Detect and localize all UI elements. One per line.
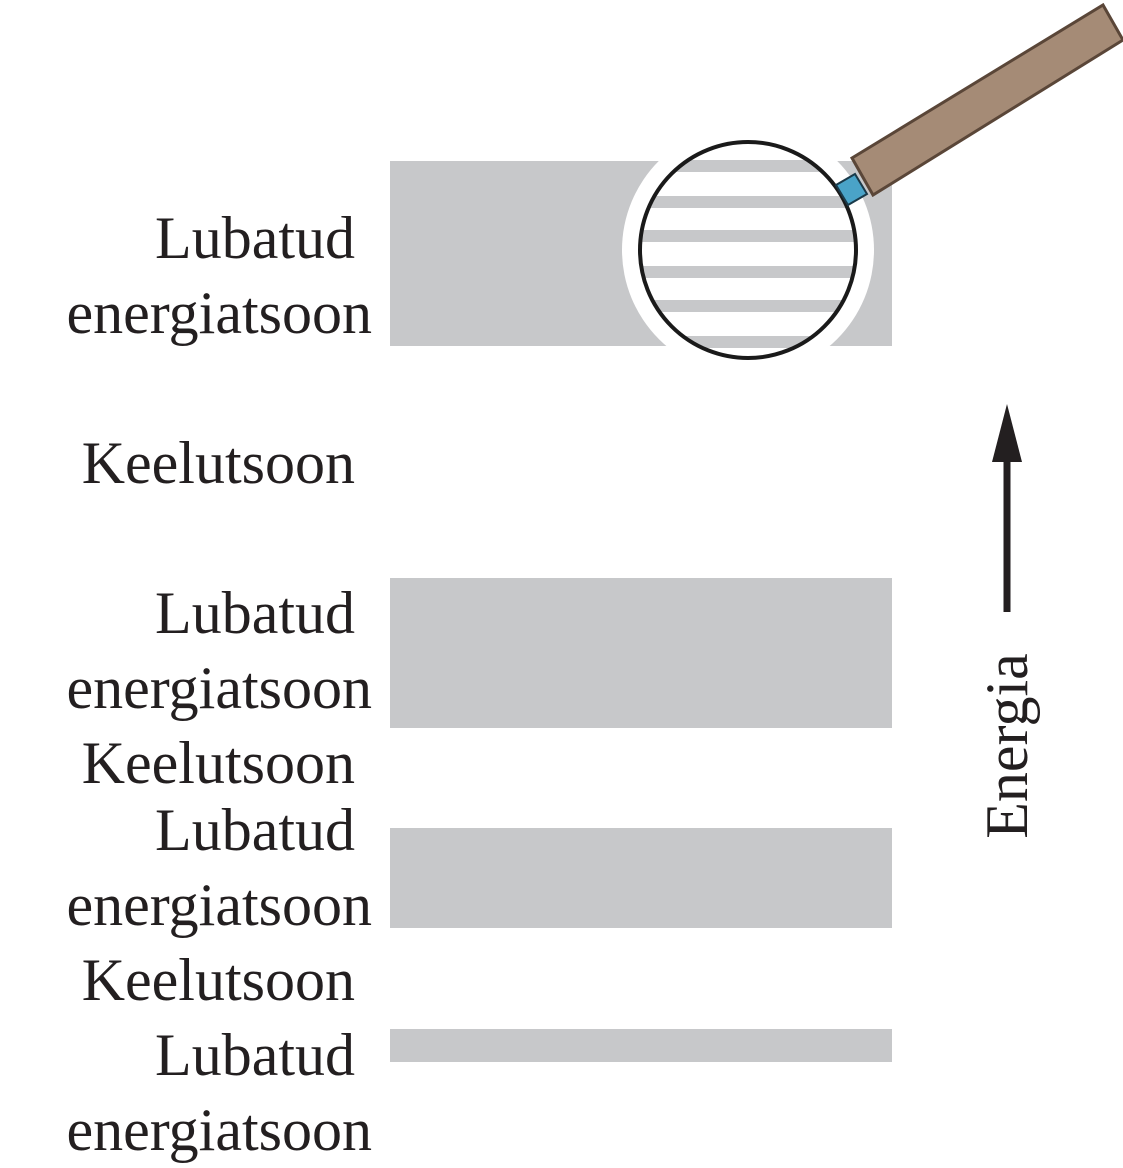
- label-forbidden-1: Keelutsoon: [82, 947, 355, 1013]
- allowed-band-2: [390, 828, 892, 928]
- allowed-band-3: [390, 578, 892, 728]
- allowed-band-1: [390, 1029, 892, 1062]
- label-allowed-3-line1: Lubatud: [155, 580, 355, 646]
- arrow-up-icon: [992, 404, 1022, 612]
- magnifier-handle: [849, 2, 1123, 198]
- band-labels: Lubatud energiatsoon Keelutsoon Lubatud …: [67, 205, 372, 1163]
- label-allowed-3-line2: energiatsoon: [67, 655, 372, 721]
- label-allowed-1-line2: energiatsoon: [67, 1097, 372, 1163]
- label-allowed-2-line1: Lubatud: [155, 797, 355, 863]
- label-allowed-1-line1: Lubatud: [155, 1022, 355, 1088]
- label-allowed-2-line2: energiatsoon: [67, 872, 372, 938]
- label-allowed-4-line2: energiatsoon: [67, 280, 372, 346]
- label-forbidden-2: Keelutsoon: [82, 730, 355, 796]
- label-forbidden-3: Keelutsoon: [82, 430, 355, 496]
- label-allowed-4-line1: Lubatud: [155, 205, 355, 271]
- energy-axis-label: Energia: [974, 653, 1040, 838]
- lens-neck: [834, 172, 869, 207]
- magnifying-glass-icon: [622, 2, 1123, 376]
